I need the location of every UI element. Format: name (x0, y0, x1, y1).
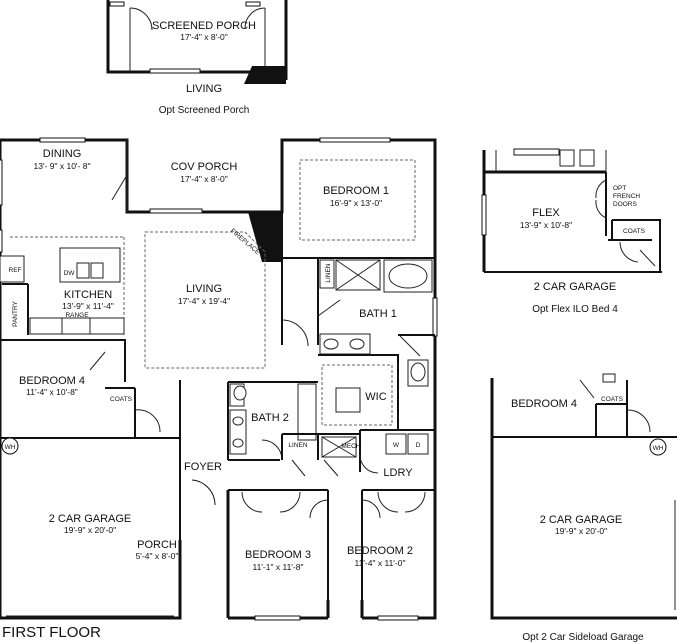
sideload-garage-option: BEDROOM 4 COATS WH 2 CAR GARAGE 19'-9" x… (490, 373, 677, 643)
bedroom1-label: BEDROOM 1 (323, 185, 389, 197)
coats-label: COATS (110, 396, 133, 403)
wh-label: WH (5, 444, 16, 451)
first-floor-labels: DINING 13'- 9" x 10'- 8" COV PORCH 17'-4… (2, 148, 421, 641)
kitchen-label: KITCHEN (64, 289, 112, 301)
opt-french-doors-line1: OPT (613, 185, 626, 192)
range-label: RANGE (65, 312, 89, 319)
washer-label: W (393, 442, 400, 449)
flex-garage-label: 2 CAR GARAGE (534, 281, 617, 293)
sideload-garage-dim: 19'-9" x 20'-0" (555, 526, 607, 536)
dryer-label: D (416, 442, 421, 449)
bath1-label: BATH 1 (359, 308, 397, 320)
flex-label: FLEX (532, 207, 560, 219)
opt-french-doors-line2: FRENCH (613, 193, 640, 200)
first-floor-title: FIRST FLOOR (2, 624, 101, 641)
bedroom1-dim: 16'-9" x 13'-0" (330, 198, 382, 208)
pantry-label: PANTRY (12, 300, 19, 326)
ref-label: REF (9, 267, 22, 274)
sideload-coats-label: COATS (601, 396, 624, 403)
linen1-label: LINEN (325, 263, 332, 282)
flex-caption: Opt Flex ILO Bed 4 (532, 304, 618, 315)
bedroom4-dim: 11'-4" x 10'-8" (26, 387, 78, 397)
sideload-wh-label: WH (653, 445, 664, 452)
screened-porch-dim: 17'-4" x 8'-0" (180, 32, 228, 42)
mech-label: MECH (341, 443, 360, 450)
sideload-bedroom4-label: BEDROOM 4 (511, 398, 577, 410)
screened-porch-option: SCREENED PORCH 17'-4" x 8'-0" LIVING Opt… (106, 0, 288, 116)
screened-porch-label: SCREENED PORCH (152, 20, 256, 32)
sideload-garage-label: 2 CAR GARAGE (540, 514, 623, 526)
bedroom4-label: BEDROOM 4 (19, 375, 85, 387)
cov-porch-dim: 17'-4" x 8'-0" (180, 174, 228, 184)
dw-label: DW (64, 270, 76, 277)
bedroom2-dim: 11'-4" x 11'-0" (354, 558, 405, 568)
screened-porch-caption: Opt Screened Porch (159, 105, 250, 116)
kitchen-dim: 13'-9" x 11'-4" (62, 301, 114, 311)
bedroom3-dim: 11'-1" x 11'-8" (252, 562, 303, 572)
garage-dim: 19'-9" x 20'-0" (64, 525, 116, 535)
wic-label: WIC (365, 391, 386, 403)
bedroom3-label: BEDROOM 3 (245, 549, 311, 561)
flex-dim: 13'-9" x 10'-8" (520, 220, 572, 230)
sideload-caption: Opt 2 Car Sideload Garage (522, 632, 644, 643)
cov-porch-label: COV PORCH (171, 161, 238, 173)
living-dim: 17'-4" x 19'-4" (178, 296, 230, 306)
ldry-label: LDRY (383, 467, 413, 479)
bath2-label: BATH 2 (251, 412, 289, 424)
foyer-label: FOYER (184, 461, 222, 473)
porch-dim: 5'-4" x 8'-0" (136, 551, 179, 561)
flex-coats-label: COATS (623, 228, 646, 235)
flex-option: FLEX 13'-9" x 10'-8" OPT FRENCH DOORS CO… (481, 148, 662, 315)
bedroom2-label: BEDROOM 2 (347, 545, 413, 557)
first-floor-plan (0, 137, 438, 621)
garage-label: 2 CAR GARAGE (49, 513, 132, 525)
linen-label: LINEN (288, 442, 307, 449)
dining-label: DINING (43, 148, 82, 160)
dining-dim: 13'- 9" x 10'- 8" (33, 161, 90, 171)
opt-french-doors-line3: DOORS (613, 201, 638, 208)
porch-label: PORCH (137, 539, 177, 551)
screened-living-label: LIVING (186, 83, 222, 95)
living-label: LIVING (186, 283, 222, 295)
